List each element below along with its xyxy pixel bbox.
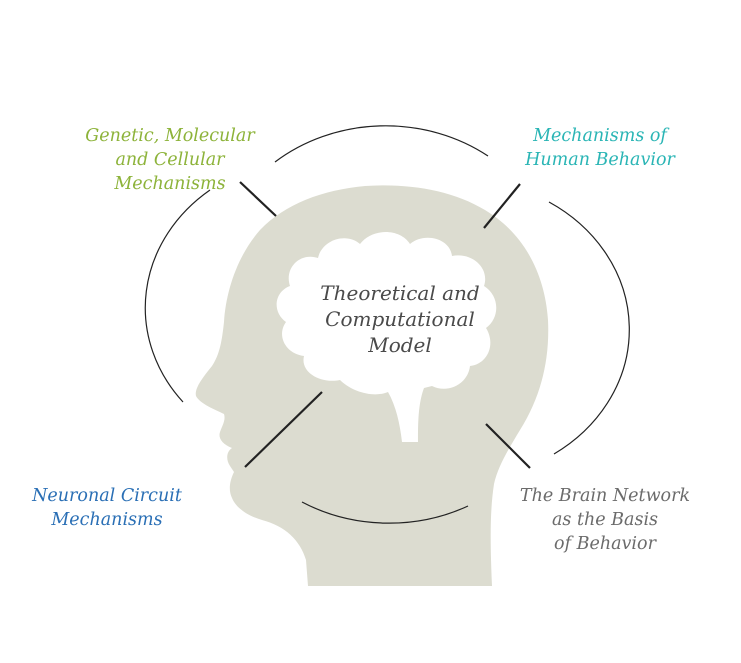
brain-silhouette	[276, 232, 497, 442]
label-human-behavior: Mechanisms of Human Behavior	[525, 126, 675, 170]
connector-lines	[239, 181, 531, 469]
connector-genetic	[239, 181, 277, 217]
arc-top	[274, 125, 489, 163]
connector-network	[485, 423, 531, 469]
arc-left	[144, 189, 211, 403]
arc-right	[548, 201, 630, 455]
label-neuronal-circuit: Neuronal Circuit Mechanisms	[32, 486, 182, 530]
connector-human	[483, 183, 521, 229]
arc-bottom	[301, 501, 469, 524]
connecting-arcs	[144, 125, 630, 524]
label-center-model: Theoretical and Computational Model	[320, 281, 480, 357]
label-brain-network: The Brain Network as the Basis of Behavi…	[519, 486, 691, 554]
connector-neuronal	[244, 391, 323, 468]
label-genetic-molecular-cellular: Genetic, Molecular and Cellular Mechanis…	[85, 126, 255, 194]
